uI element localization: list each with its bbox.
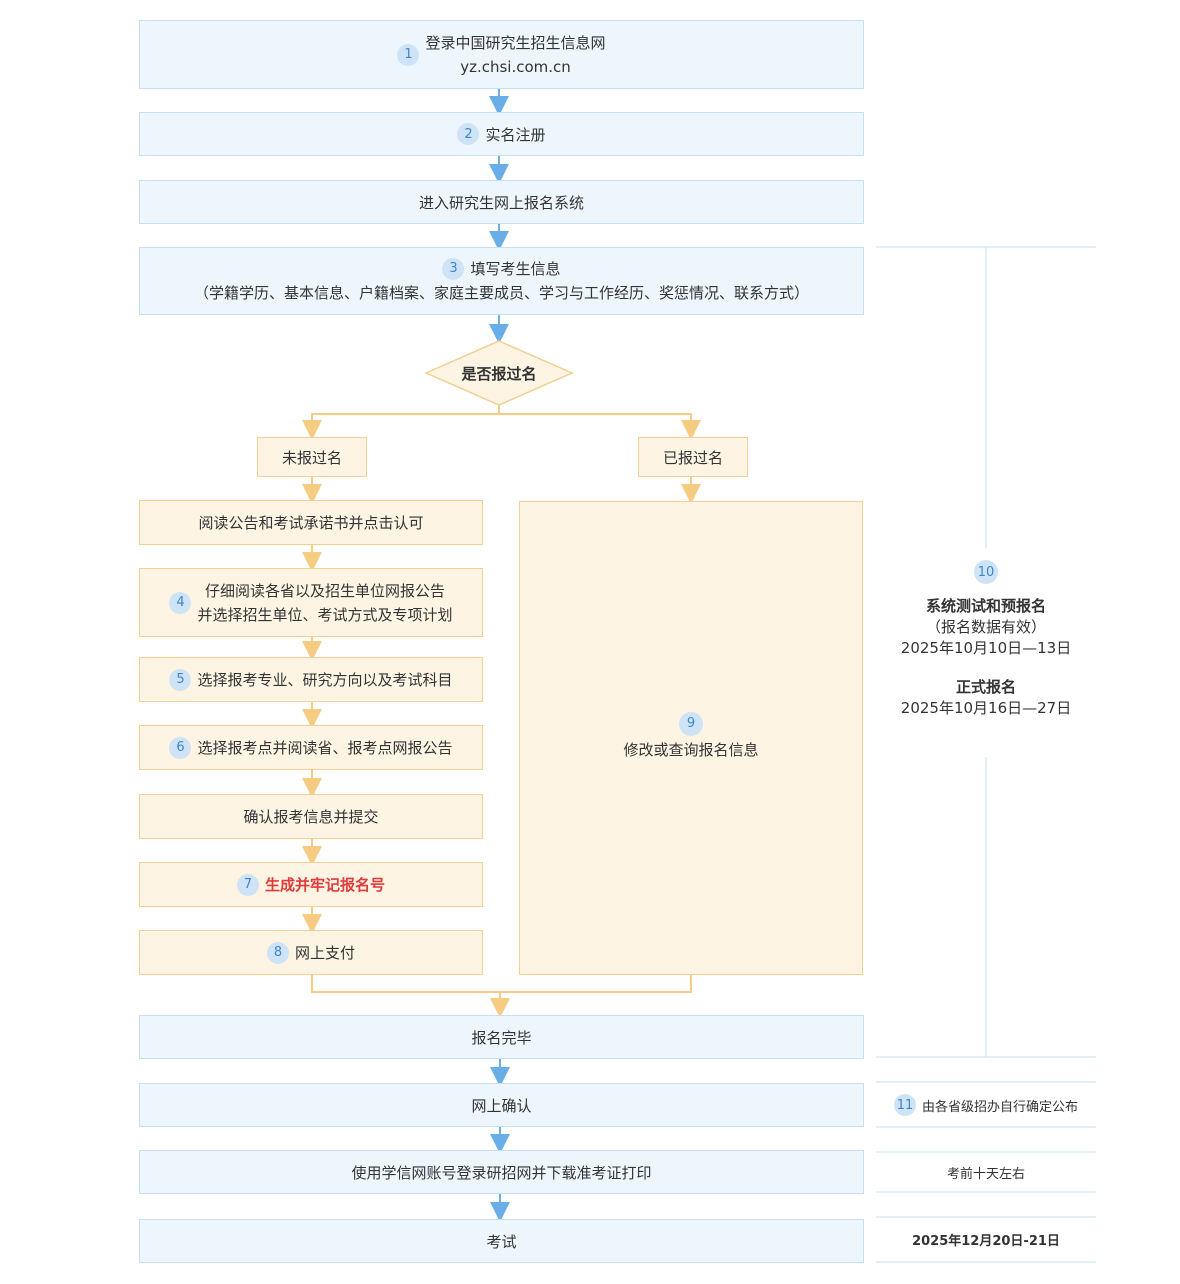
step-8-number: 8 bbox=[266, 941, 289, 964]
arrow-decision-no bbox=[302, 405, 500, 440]
exam-date-label: 2025年12月20日-21日 bbox=[912, 1234, 1060, 1249]
step-5-number: 5 bbox=[169, 668, 192, 691]
step-8-label: 网上支付 bbox=[294, 944, 355, 962]
step-10-date-2: 2025年10月16日—27日 bbox=[900, 699, 1072, 717]
print-ticket-label: 使用学信网账号登录研招网并下载准考证打印 bbox=[351, 1163, 652, 1182]
step-10-date-1: 2025年10月10日—13日 bbox=[900, 639, 1072, 657]
step-11-panel: 11 由各省级招办自行确定公布 bbox=[876, 1083, 1096, 1127]
step-3-title: 填写考生信息 bbox=[470, 260, 561, 278]
step-1-number: 1 bbox=[397, 43, 420, 66]
step-7-label: 生成并牢记报名号 bbox=[264, 876, 385, 894]
step-7-number: 7 bbox=[236, 873, 259, 896]
step-6-number: 6 bbox=[169, 736, 192, 759]
decision-diamond bbox=[424, 340, 574, 406]
read-notice-label: 阅读公告和考试承诺书并点击认可 bbox=[198, 514, 424, 532]
read-notice-box: 阅读公告和考试承诺书并点击认可 bbox=[139, 500, 483, 545]
branch-registered: 已报过名 bbox=[638, 437, 748, 477]
step-6-box: 6 选择报考点并阅读省、报考点网报公告 bbox=[139, 725, 483, 770]
branch-not-registered-label: 未报过名 bbox=[281, 448, 342, 467]
step-4-line1: 仔细阅读各省以及招生单位网报公告 bbox=[204, 581, 445, 600]
step-6-label: 选择报考点并阅读省、报考点网报公告 bbox=[197, 739, 453, 757]
arrow-decision-yes bbox=[499, 413, 701, 440]
branch-not-registered: 未报过名 bbox=[257, 437, 367, 477]
online-confirm-box: 网上确认 bbox=[139, 1083, 864, 1127]
branch-registered-label: 已报过名 bbox=[662, 448, 723, 467]
exam-box: 考试 bbox=[139, 1219, 864, 1263]
step-4-box: 4 仔细阅读各省以及招生单位网报公告 并选择招生单位、考试方式及专项计划 bbox=[139, 568, 483, 637]
exam-label: 考试 bbox=[486, 1232, 517, 1251]
step-5-label: 选择报考专业、研究方向以及考试科目 bbox=[197, 671, 453, 689]
step-9-label: 修改或查询报名信息 bbox=[623, 741, 759, 759]
registration-done-box: 报名完毕 bbox=[139, 1015, 864, 1059]
print-time-panel: 考前十天左右 bbox=[876, 1152, 1096, 1192]
step-1-box: 1 登录中国研究生招生信息网 yz.chsi.com.cn bbox=[139, 20, 864, 89]
merge-line bbox=[311, 975, 692, 993]
step-2-label: 实名注册 bbox=[485, 125, 546, 144]
online-confirm-label: 网上确认 bbox=[471, 1096, 532, 1115]
step-1-url: yz.chsi.com.cn bbox=[460, 57, 571, 76]
step-8-box: 8 网上支付 bbox=[139, 930, 483, 975]
step-10-title-1: 系统测试和预报名 bbox=[925, 597, 1046, 615]
enter-system-box: 进入研究生网上报名系统 bbox=[139, 180, 864, 224]
step-3-number: 3 bbox=[442, 258, 465, 280]
step-1-title: 登录中国研究生招生信息网 bbox=[425, 33, 606, 52]
step-3-detail: （学籍学历、基本信息、户籍档案、家庭主要成员、学习与工作经历、奖惩情况、联系方式… bbox=[193, 284, 809, 302]
confirm-submit-box: 确认报考信息并提交 bbox=[139, 794, 483, 839]
step-10-number: 10 bbox=[974, 560, 998, 584]
step-11-number: 11 bbox=[893, 1094, 916, 1116]
step-11-label: 由各省级招办自行确定公布 bbox=[921, 1099, 1078, 1115]
confirm-submit-label: 确认报考信息并提交 bbox=[243, 808, 379, 826]
step-10-sub-1: （报名数据有效） bbox=[925, 618, 1046, 636]
exam-date-panel: 2025年12月20日-21日 bbox=[876, 1217, 1096, 1262]
step-10-title-2: 正式报名 bbox=[955, 678, 1016, 696]
print-time-label: 考前十天左右 bbox=[946, 1166, 1025, 1182]
step-9-box: 9 修改或查询报名信息 bbox=[519, 501, 863, 975]
step-2-box: 2 实名注册 bbox=[139, 112, 864, 156]
decision-label: 是否报过名 bbox=[461, 364, 537, 383]
step-9-number: 9 bbox=[678, 712, 703, 736]
step-2-number: 2 bbox=[457, 123, 480, 145]
step-10-panel: 10 系统测试和预报名 （报名数据有效） 2025年10月10日—13日 正式报… bbox=[876, 560, 1096, 750]
step-4-line2: 并选择招生单位、考试方式及专项计划 bbox=[197, 605, 453, 624]
registration-done-label: 报名完毕 bbox=[471, 1028, 532, 1047]
step-4-number: 4 bbox=[169, 591, 192, 614]
step-5-box: 5 选择报考专业、研究方向以及考试科目 bbox=[139, 657, 483, 702]
enter-system-label: 进入研究生网上报名系统 bbox=[418, 193, 584, 212]
step-3-box: 3 填写考生信息 （学籍学历、基本信息、户籍档案、家庭主要成员、学习与工作经历、… bbox=[139, 247, 864, 315]
step-7-box: 7 生成并牢记报名号 bbox=[139, 862, 483, 907]
print-ticket-box: 使用学信网账号登录研招网并下载准考证打印 bbox=[139, 1150, 864, 1194]
